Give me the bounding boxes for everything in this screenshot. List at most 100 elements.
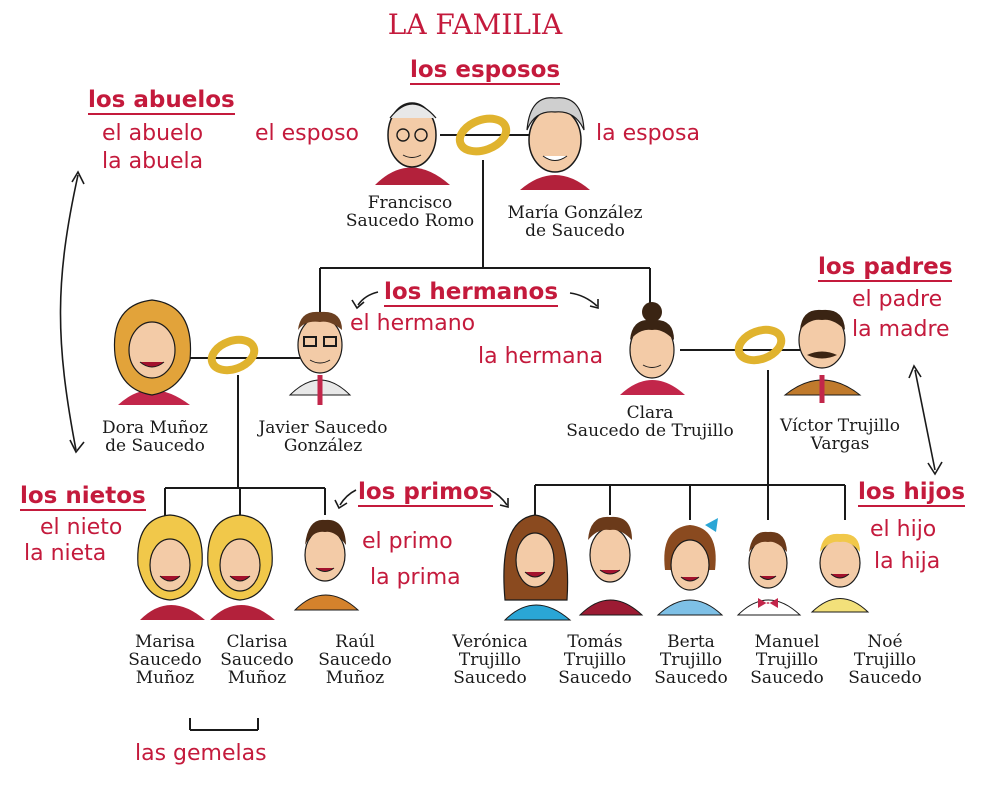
berta-portrait <box>656 518 724 616</box>
name-line: Verónica <box>452 632 528 652</box>
tomas-portrait <box>578 516 644 616</box>
name-line: Dora Muñoz <box>101 418 209 438</box>
label-la-prima: la prima <box>370 565 461 590</box>
group-heading-hermanos: los hermanos <box>384 280 559 308</box>
wedding-rings <box>207 114 786 375</box>
group-heading-padres: los padres <box>818 255 953 283</box>
name-line: Saucedo <box>318 649 392 670</box>
label-la-madre: la madre <box>852 317 950 342</box>
label-el-padre: el padre <box>852 287 943 312</box>
dora-portrait <box>113 299 192 405</box>
name-line: de Saucedo <box>525 220 625 241</box>
name-berta: Berta Trujillo Saucedo <box>644 632 738 688</box>
arrowhead-primos-right <box>499 498 509 509</box>
raul-portrait <box>293 519 360 611</box>
name-line: Saucedo <box>750 667 824 688</box>
name-line: Clarisa <box>226 632 288 652</box>
name-dora: Dora Muñoz de Saucedo <box>95 418 215 456</box>
name-line: Trujillo <box>563 649 627 670</box>
name-noe: Noé Trujillo Saucedo <box>838 632 932 688</box>
arrowhead-padres <box>908 364 922 379</box>
arrow-abuelos-nietos <box>59 174 79 451</box>
name-raul: Raúl Saucedo Muñoz <box>308 632 402 688</box>
veronica-portrait <box>503 514 572 621</box>
ring-icon <box>207 335 259 375</box>
name-line: Trujillo <box>458 649 522 670</box>
clarisa-portrait <box>207 514 275 620</box>
arrow-padres-hijos <box>914 369 936 471</box>
label-el-abuelo: el abuelo <box>102 121 204 146</box>
arrowhead-hermanos-right <box>589 299 599 310</box>
name-line: Saucedo <box>558 667 632 688</box>
arrowhead-down-nietos <box>69 439 85 454</box>
arrow-hermanos-left <box>357 291 379 306</box>
name-line: Muñoz <box>135 667 195 688</box>
name-line: Francisco <box>367 193 453 213</box>
name-francisco: Francisco Saucedo Romo <box>345 193 475 231</box>
relationship-arrows <box>59 170 943 510</box>
ring-icon <box>455 114 511 156</box>
arrowhead-hijos <box>927 461 943 476</box>
label-la-hermana: la hermana <box>478 344 604 369</box>
arrow-hermanos-right <box>569 292 598 307</box>
name-line: Muñoz <box>227 667 287 688</box>
name-line: María González <box>507 203 643 223</box>
label-el-nieto: el nieto <box>40 515 123 540</box>
label-el-primo: el primo <box>362 529 453 554</box>
name-line: Marisa <box>135 632 195 652</box>
name-line: González <box>283 435 363 456</box>
marisa-portrait <box>137 514 205 620</box>
name-line: Saucedo <box>453 667 527 688</box>
name-line: Javier Saucedo <box>258 418 388 438</box>
name-tomas: Tomás Trujillo Saucedo <box>548 632 642 688</box>
name-line: Manuel <box>754 632 820 652</box>
manuel-portrait <box>736 531 802 616</box>
name-line: Saucedo <box>220 649 294 670</box>
label-la-abuela: la abuela <box>102 149 204 174</box>
name-line: Clara <box>626 403 674 423</box>
label-la-esposa: la esposa <box>596 121 700 146</box>
label-las-gemelas: las gemelas <box>135 741 267 766</box>
victor-portrait <box>783 309 862 403</box>
label-la-hija: la hija <box>874 549 941 574</box>
name-line: Raúl <box>335 632 375 652</box>
name-line: Saucedo <box>848 667 922 688</box>
group-heading-nietos: los nietos <box>20 484 146 512</box>
name-clarisa: Clarisa Saucedo Muñoz <box>210 632 304 688</box>
arrowhead-up-abuelos <box>71 170 85 185</box>
name-line: Saucedo de Trujillo <box>566 420 734 441</box>
group-heading-primos: los primos <box>358 480 493 508</box>
name-line: Trujillo <box>659 649 723 670</box>
name-line: Berta <box>667 632 715 652</box>
arrow-primos-right <box>489 489 508 506</box>
arrow-primos-left <box>339 489 357 506</box>
name-veronica: Verónica Trujillo Saucedo <box>440 632 540 688</box>
ring-icon <box>734 325 786 365</box>
francisco-portrait <box>375 102 450 185</box>
name-line: Vargas <box>810 433 870 454</box>
name-line: Víctor Trujillo <box>779 416 901 436</box>
name-line: Saucedo <box>128 649 202 670</box>
name-javier: Javier Saucedo González <box>248 418 398 456</box>
name-line: Tomás <box>567 632 623 652</box>
noe-portrait <box>810 533 870 613</box>
portraits <box>113 97 870 621</box>
name-victor: Víctor Trujillo Vargas <box>765 416 915 454</box>
name-maria: María González de Saucedo <box>500 203 650 241</box>
maria-portrait <box>520 97 590 190</box>
arrowhead-hermanos-left <box>351 299 365 310</box>
label-el-hermano: el hermano <box>350 311 476 336</box>
name-marisa: Marisa Saucedo Muñoz <box>118 632 212 688</box>
name-line: Saucedo Romo <box>345 210 475 231</box>
group-heading-abuelos: los abuelos <box>88 88 235 116</box>
name-line: de Saucedo <box>105 435 205 456</box>
name-manuel: Manuel Trujillo Saucedo <box>740 632 834 688</box>
arrowhead-primos-left <box>334 499 348 510</box>
page-title: LA FAMILIA <box>387 8 563 41</box>
name-line: Saucedo <box>654 667 728 688</box>
name-line: Noé <box>867 632 903 652</box>
name-line: Trujillo <box>853 649 917 670</box>
group-heading-esposos: los esposos <box>410 58 561 86</box>
